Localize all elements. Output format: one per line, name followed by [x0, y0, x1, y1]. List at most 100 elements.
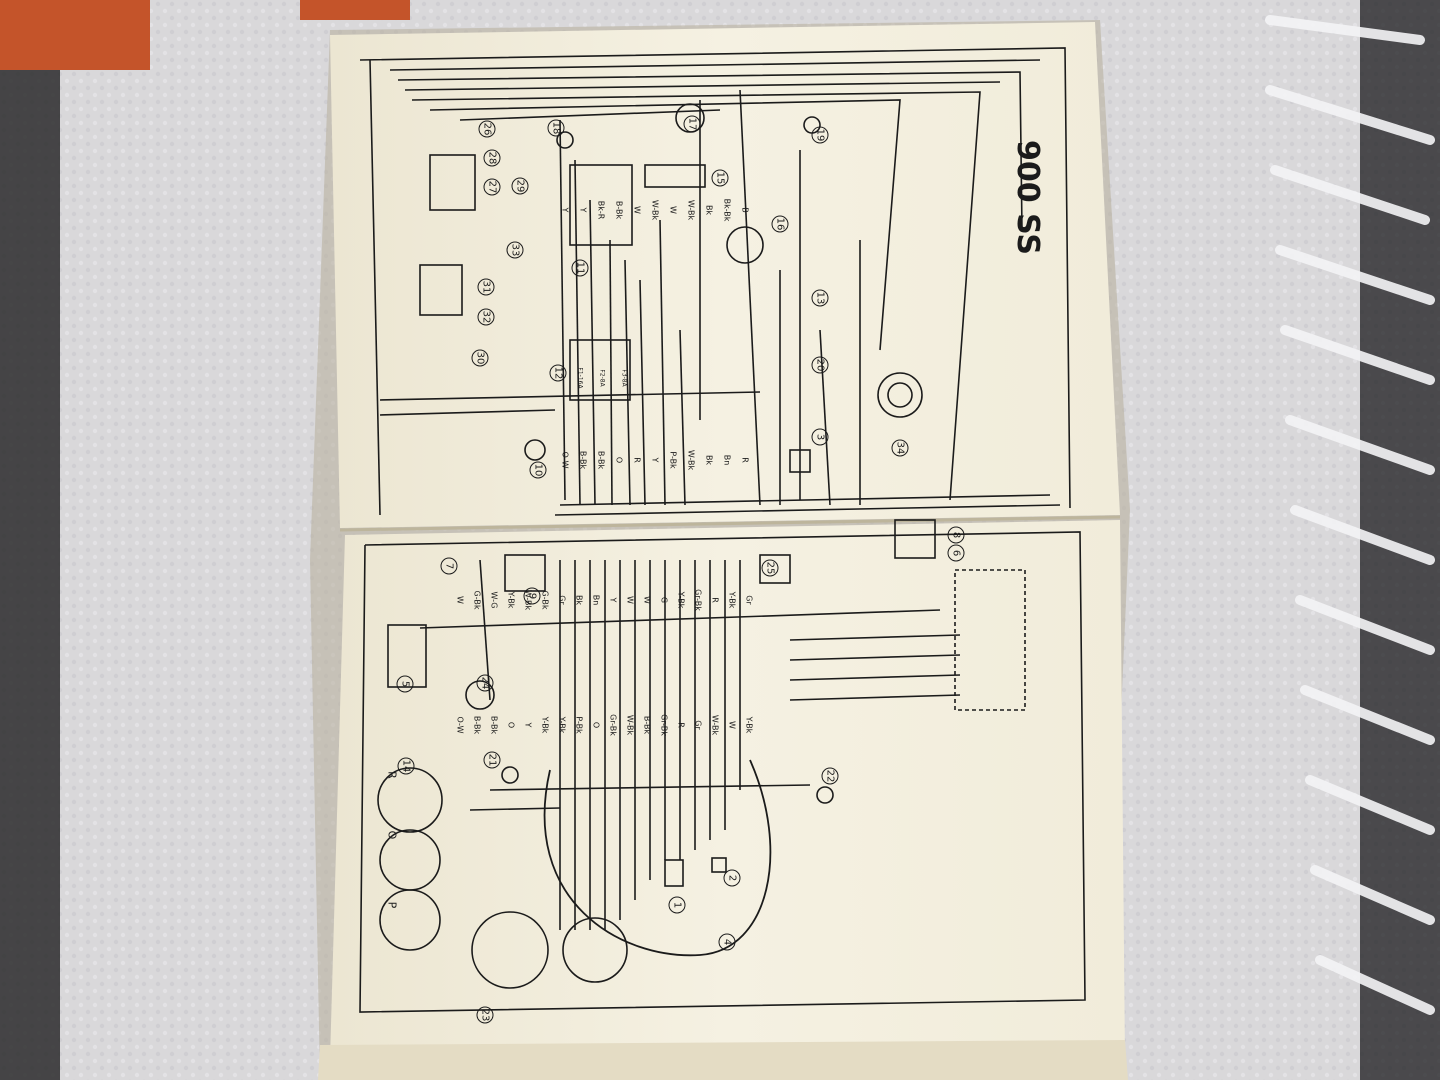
- component-number-7: 7: [440, 557, 458, 575]
- svg-text:W-Bk: W-Bk: [524, 590, 533, 611]
- svg-text:8: 8: [951, 532, 962, 538]
- wire-code-right: Bk-Bk: [723, 199, 732, 222]
- wire-code-right: Y: [651, 457, 660, 463]
- component-number-25: 25: [761, 559, 779, 577]
- wire-code-left: W: [456, 596, 465, 604]
- component-number-2: 2: [723, 869, 741, 887]
- wire-code-right: Bk: [705, 205, 714, 215]
- svg-text:Gr-Bk: Gr-Bk: [609, 714, 618, 736]
- svg-text:Y-Bk: Y-Bk: [677, 591, 686, 609]
- wire-code-right: Y: [579, 207, 588, 213]
- svg-text:34: 34: [895, 442, 906, 455]
- fuse-labels: F1-16A F2-8A F3-8A: [577, 367, 628, 389]
- wire-code-left: W: [643, 596, 652, 604]
- wire-code-left: G: [660, 597, 669, 603]
- component-number-16: 16: [771, 215, 789, 233]
- component-number-3: 3: [811, 428, 829, 446]
- wire-code-right: W-Bk: [687, 200, 696, 221]
- wire-code-right: W: [633, 206, 642, 214]
- svg-text:Bk: Bk: [575, 595, 584, 605]
- svg-text:16: 16: [775, 218, 786, 231]
- wire-code-right: Bk-R: [597, 201, 606, 220]
- svg-text:Gr: Gr: [558, 595, 567, 605]
- svg-text:W: W: [669, 206, 678, 214]
- svg-text:G: G: [660, 597, 669, 603]
- wire-code-right: B-Bk: [615, 201, 624, 220]
- svg-text:27: 27: [487, 181, 498, 194]
- wire-code-right: W: [669, 206, 678, 214]
- svg-text:20: 20: [815, 359, 826, 372]
- wire-code-left: Bn: [592, 595, 601, 606]
- svg-text:W: W: [626, 596, 635, 604]
- wire-code-left: P-Bk: [575, 716, 584, 734]
- wire-code-right: R: [741, 457, 750, 463]
- orange-object: [0, 0, 150, 70]
- svg-text:P: P: [386, 902, 399, 909]
- wire-code-left: W-G: [490, 592, 499, 609]
- svg-text:10: 10: [533, 464, 544, 477]
- svg-text:R: R: [633, 457, 642, 463]
- svg-text:W-Bk: W-Bk: [651, 200, 660, 221]
- wire-code-right: O: [615, 457, 624, 463]
- svg-text:13: 13: [815, 292, 826, 305]
- component-number-19: 19: [811, 126, 829, 144]
- svg-text:25: 25: [765, 562, 776, 575]
- svg-text:R: R: [741, 457, 750, 463]
- svg-text:O: O: [507, 722, 516, 728]
- component-number-26: 26: [478, 120, 496, 138]
- component-number-6: 6: [947, 544, 965, 562]
- svg-text:Y: Y: [651, 457, 660, 463]
- svg-text:7: 7: [444, 563, 455, 569]
- component-number-13: 13: [811, 289, 829, 307]
- wire-code-left: W-Bk: [626, 715, 635, 736]
- component-number-9: 9: [523, 587, 541, 605]
- fuse-label: F2-8A: [599, 369, 606, 387]
- svg-text:33: 33: [510, 244, 521, 257]
- svg-text:Y: Y: [561, 207, 570, 213]
- wire-code-right: Y: [561, 207, 570, 213]
- svg-text:Bk-R: Bk-R: [597, 201, 606, 220]
- wire-code-left: Y: [609, 597, 618, 603]
- svg-text:11: 11: [575, 262, 586, 275]
- svg-text:31: 31: [481, 281, 492, 294]
- svg-text:26: 26: [482, 123, 493, 136]
- wire-code-right: B: [741, 207, 750, 213]
- diagram-labels: 900 SS: [1010, 140, 1045, 255]
- right-page: [330, 22, 1120, 528]
- open-manual: [310, 20, 1130, 1080]
- svg-text:W: W: [728, 721, 737, 729]
- svg-text:6: 6: [951, 550, 962, 556]
- svg-text:W-Bk: W-Bk: [687, 450, 696, 471]
- diagram-title: 900 SS: [1010, 140, 1045, 255]
- component-number-4: 4: [718, 933, 736, 951]
- svg-text:Y-Bk: Y-Bk: [541, 716, 550, 734]
- svg-text:G-Bk: G-Bk: [473, 591, 482, 610]
- wire-code-right: O-W: [561, 452, 570, 469]
- left-page: [330, 520, 1125, 1060]
- svg-text:Y-Bk: Y-Bk: [728, 591, 737, 609]
- wire-code-left: B-Bk: [643, 716, 652, 735]
- wire-code-left: W: [728, 721, 737, 729]
- svg-text:23: 23: [480, 1009, 491, 1022]
- svg-text:O: O: [615, 457, 624, 463]
- component-16-circle: [726, 226, 764, 264]
- svg-text:B-Bk: B-Bk: [615, 201, 624, 220]
- component-number-10: 10: [529, 461, 547, 479]
- svg-text:W-Bk: W-Bk: [711, 715, 720, 736]
- svg-text:F3-8A: F3-8A: [621, 369, 628, 387]
- wire-code-right: B-Bk: [579, 451, 588, 470]
- wire-code-left: Gr-Bk: [660, 714, 669, 736]
- wire-code-right: Bn: [723, 455, 732, 466]
- svg-text:Gr: Gr: [694, 720, 703, 730]
- svg-text:B-Bk: B-Bk: [597, 451, 606, 470]
- svg-text:G-Bk: G-Bk: [541, 591, 550, 610]
- wire-code-right: W-Bk: [687, 450, 696, 471]
- svg-text:F1-16A: F1-16A: [577, 367, 584, 389]
- svg-text:Y: Y: [524, 722, 533, 728]
- wire-code-left: Y-Bk: [558, 716, 567, 734]
- wire-code-left: O: [592, 722, 601, 728]
- gauge-letter-P: P: [386, 902, 399, 909]
- svg-text:Y-Bk: Y-Bk: [745, 716, 754, 734]
- svg-text:5: 5: [400, 681, 411, 687]
